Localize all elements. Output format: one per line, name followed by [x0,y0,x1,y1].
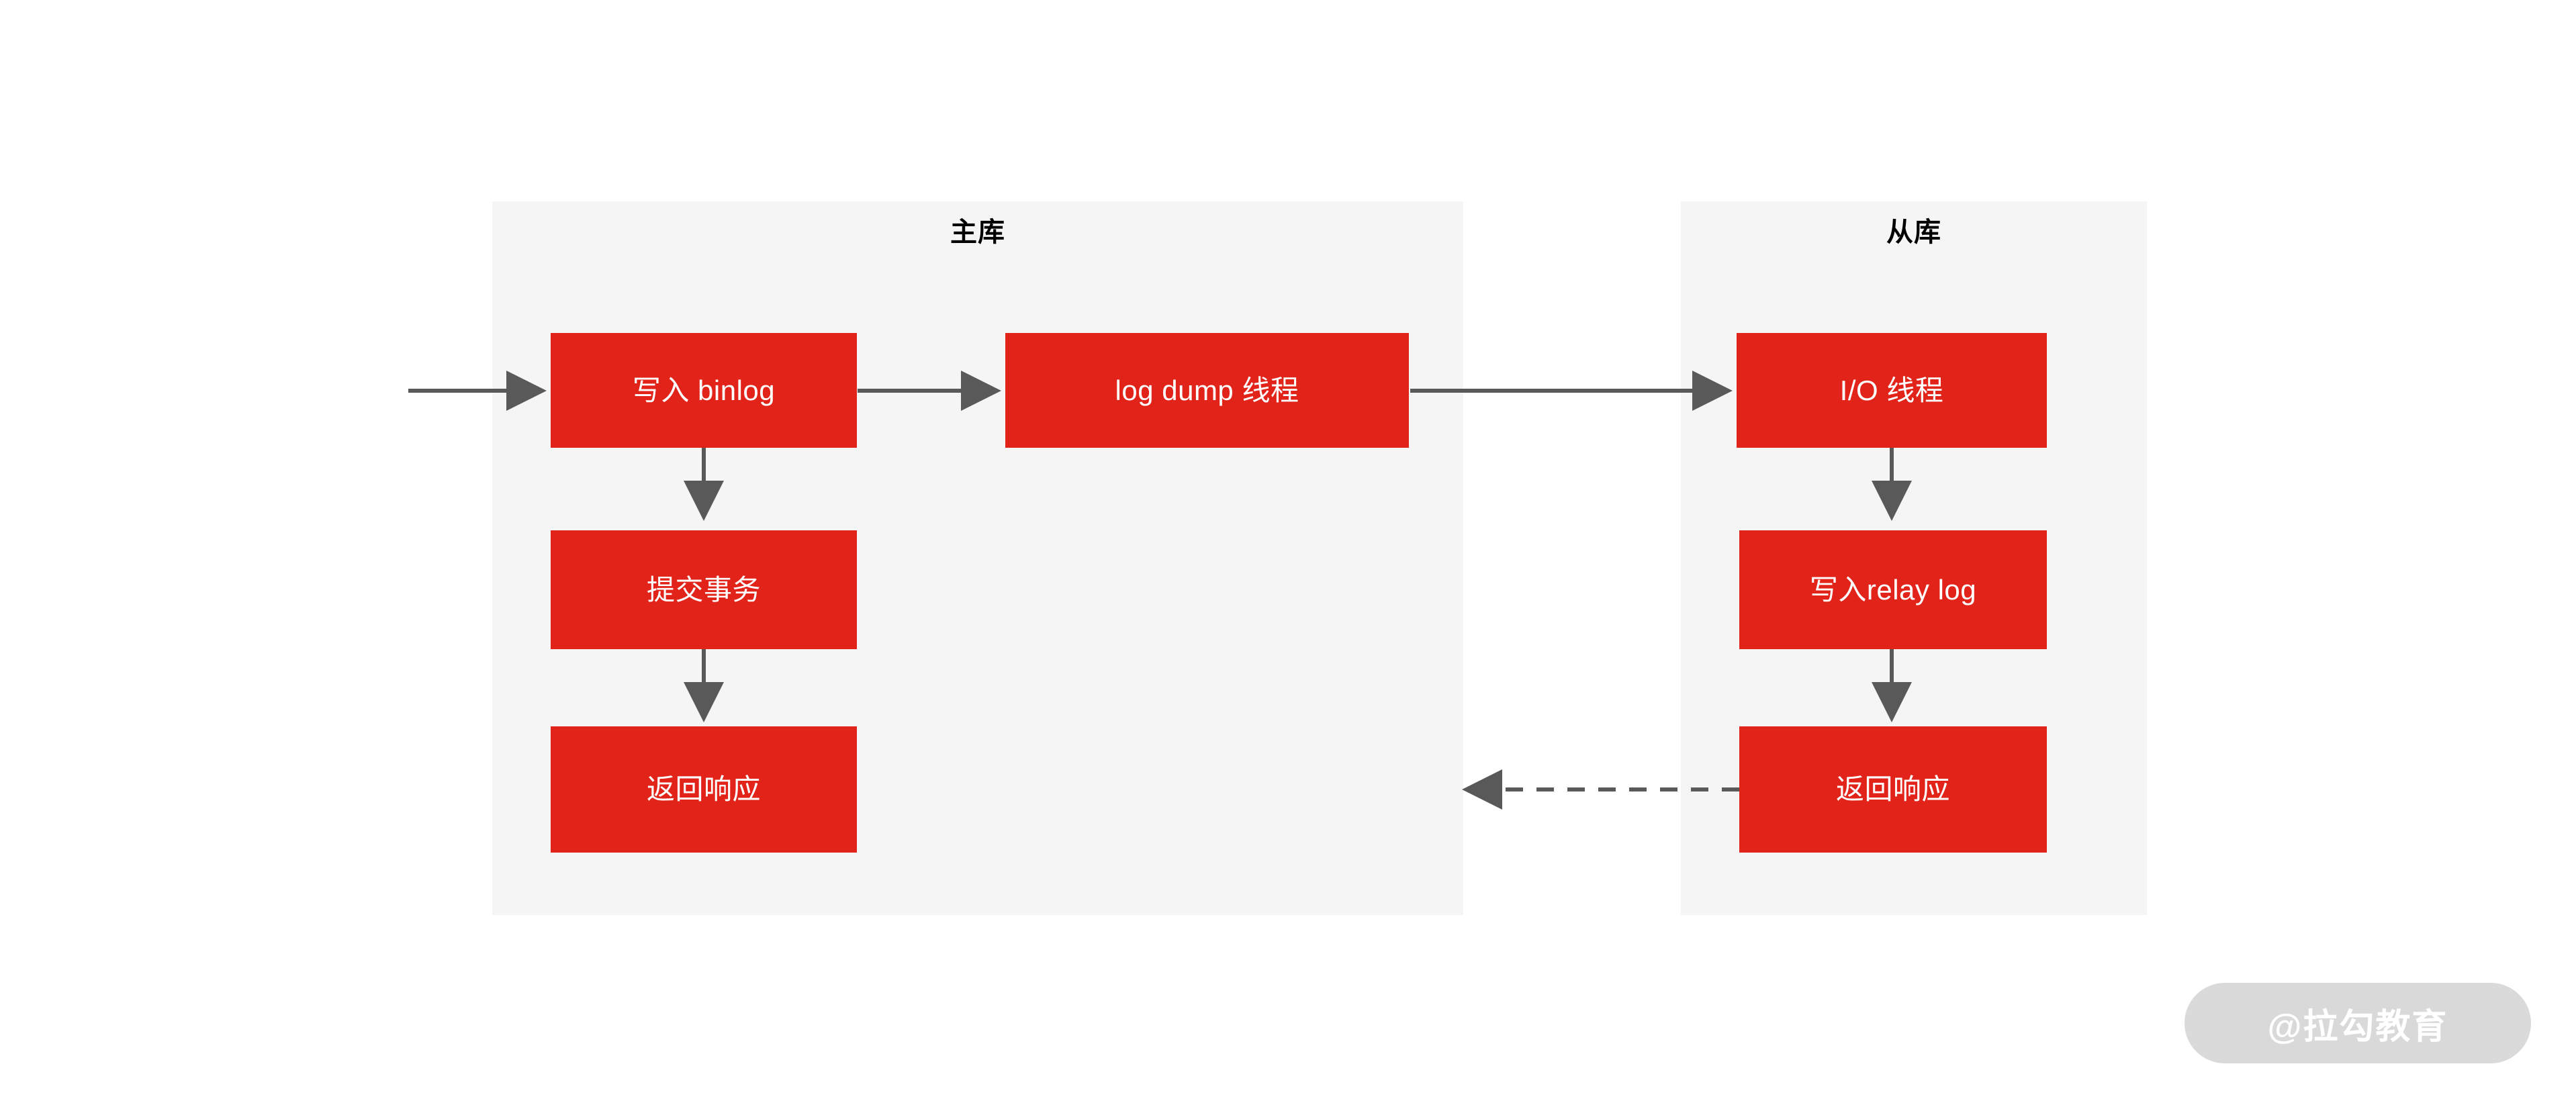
node-log-dump[interactable]: log dump 线程 [1005,333,1409,448]
node-io-thread[interactable]: I/O 线程 [1737,333,2047,448]
node-write-binlog[interactable]: 写入 binlog [551,333,857,448]
panel-slave-title: 从库 [1886,218,1941,247]
watermark-label: @拉勾教育 [2267,1007,2448,1047]
node-master-respond[interactable]: 返回响应 [551,726,857,853]
node-log-dump-label: log dump 线程 [1115,374,1299,406]
node-commit-tx-label: 提交事务 [646,573,761,606]
node-commit-tx[interactable]: 提交事务 [551,530,857,649]
node-slave-respond-label: 返回响应 [1835,773,1950,805]
node-write-relay-label: 写入relay log [1809,573,1977,606]
node-write-relay[interactable]: 写入relay log [1739,530,2047,649]
watermark-badge: @拉勾教育 [2184,983,2531,1063]
panel-master-title: 主库 [950,218,1005,247]
node-slave-respond[interactable]: 返回响应 [1739,726,2047,853]
node-master-respond-label: 返回响应 [646,773,761,805]
node-io-thread-label: I/O 线程 [1839,374,1944,406]
node-write-binlog-label: 写入 binlog [632,374,776,406]
